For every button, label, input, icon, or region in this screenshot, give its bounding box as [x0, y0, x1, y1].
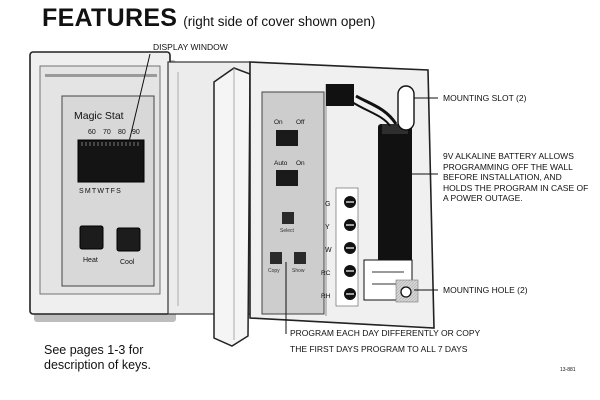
copy-button-label: Copy [268, 268, 280, 274]
terminal-label-y: Y [325, 224, 330, 231]
battery-cap [382, 124, 408, 134]
battery [378, 124, 412, 262]
callout-mounting-hole: MOUNTING HOLE (2) [443, 285, 528, 295]
show-button-label: Show [292, 268, 305, 274]
title-main: FEATURES [42, 4, 178, 32]
scale-number: 90 [132, 129, 140, 136]
scale-number: 80 [118, 129, 126, 136]
display-window [77, 139, 145, 183]
show-button [294, 252, 306, 264]
callout-battery: 9V ALKALINE BATTERY ALLOWS PROGRAMMING O… [443, 151, 589, 203]
auto-on-switch [276, 170, 298, 186]
mounting-slot [397, 85, 415, 131]
figure-id: 13-881 [560, 367, 576, 373]
open-cover [213, 67, 251, 347]
face-plate [61, 95, 155, 287]
scale-number: 60 [88, 129, 96, 136]
on-off-switch [276, 130, 298, 146]
battery-wire-2 [351, 101, 391, 127]
terminal-label-g: G [325, 201, 330, 208]
terminal-screw-slots [346, 201, 354, 295]
title-subtitle: (right side of cover shown open) [183, 14, 376, 29]
copy-button [270, 252, 282, 264]
terminal-label-rh: RH [321, 293, 331, 300]
leader-display-window [128, 53, 151, 143]
battery-connector [326, 84, 354, 106]
heat-button [79, 225, 104, 250]
scale-number: 70 [103, 129, 111, 136]
heat-button-label: Heat [83, 257, 98, 264]
display-ticks [81, 142, 139, 146]
terminal-label-w: W [325, 247, 332, 254]
cool-button [116, 227, 141, 252]
panel-top-edge [45, 74, 157, 77]
days-label: SMTWTFS [79, 188, 122, 195]
mounting-hole [400, 286, 412, 298]
page-title: FEATURES (right side of cover shown open) [42, 4, 375, 33]
brand-label: Magic Stat [74, 110, 124, 122]
callout-program-line-2: THE FIRST DAYS PROGRAM TO ALL 7 DAYS [290, 344, 468, 354]
switch-on2-label: On [296, 160, 305, 167]
switch-off-label: Off [296, 119, 305, 126]
callout-program-word: PROGRAM [290, 328, 334, 338]
select-button-label: Select [280, 228, 295, 234]
select-button [282, 212, 294, 224]
switch-panel [261, 91, 325, 315]
footer-note: See pages 1-3 for description of keys. [44, 343, 151, 372]
battery-wire [355, 94, 398, 125]
callout-program-line-1: PROGRAM EACH DAY DIFFERENTLY OR COPY [290, 328, 480, 339]
callout-mounting-slot: MOUNTING SLOT (2) [443, 93, 527, 103]
terminal-label-rc: RC [321, 270, 331, 277]
callout-program-rest: EACH DAY DIFFERENTLY OR COPY [336, 328, 481, 338]
cool-button-label: Cool [120, 259, 135, 266]
switch-on-label: On [274, 119, 283, 126]
switch-auto-label: Auto [274, 160, 288, 167]
callout-display-window: DISPLAY WINDOW [153, 42, 228, 52]
